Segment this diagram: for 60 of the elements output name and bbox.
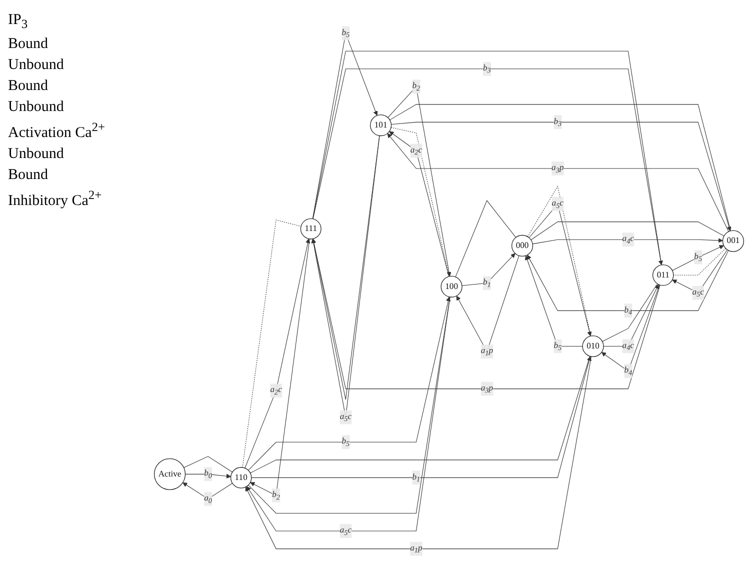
connector	[242, 220, 302, 468]
node-circle: 000	[511, 235, 534, 257]
connector	[530, 222, 724, 241]
arrow	[185, 474, 232, 479]
edge-label: a$_{5}$c	[692, 288, 704, 299]
edge-label: b$_{3}$	[554, 117, 562, 128]
axis-label: Inhibitory Ca$^{2+}$	[8, 188, 103, 210]
node-circle: 100	[440, 276, 462, 298]
axis-label: Bound	[8, 36, 50, 53]
edge-label: a$_{4}$c	[622, 341, 634, 352]
edge-label: a$_{5}$c	[552, 199, 564, 210]
edge-label: b$_{4}$	[624, 366, 632, 377]
edge-label: a$_{1}$p	[410, 544, 422, 555]
axis-label: Unbound	[8, 57, 65, 74]
edge-label: b$_{1}$	[412, 472, 420, 484]
axis-label: IP$_{3}$	[8, 12, 29, 32]
edge-label: a$_{3}$p	[480, 384, 494, 395]
arrow	[312, 239, 660, 390]
node-circle: 101	[370, 114, 392, 136]
connector	[184, 456, 233, 473]
arrow	[250, 239, 310, 496]
edge-label: a$_{5}$c	[340, 526, 352, 537]
edge-label: b$_{5}$	[342, 437, 350, 448]
edge-label: b$_{2}$	[412, 82, 420, 93]
edge-label: a$_{1}$p	[480, 346, 494, 358]
edge-label: a$_{0}$	[204, 494, 212, 505]
node-circle: 111	[300, 218, 322, 240]
arrow	[532, 238, 723, 245]
node-circle: 010	[582, 336, 604, 358]
node-circle: Active	[154, 458, 186, 490]
edge-label: a$_{5}$c	[340, 412, 352, 424]
edge-label: a$_{3}$p	[552, 164, 564, 174]
arrow	[524, 256, 583, 347]
axis-label: Bound	[8, 78, 50, 95]
edge-label: a$_{2}$c	[270, 386, 282, 397]
node-circle: 110	[230, 468, 252, 489]
arrow	[672, 246, 724, 272]
edge-label: b$_{5}$	[694, 252, 702, 264]
axis-label: Bound	[8, 167, 50, 184]
connector	[455, 200, 516, 278]
edge-label: b$_{5}$	[342, 28, 350, 40]
edge-label: b$_{5}$	[554, 341, 562, 352]
arrow	[244, 239, 310, 469]
connector	[673, 248, 726, 276]
edge-label: b$_{0}$	[204, 469, 212, 480]
edge-label: b$_{2}$	[272, 490, 280, 502]
edge-label: b$_{1}$	[482, 278, 491, 289]
edge-label: a$_{4}$c	[622, 234, 634, 246]
node-circle: 001	[722, 230, 744, 252]
arrow	[248, 297, 451, 472]
arrow	[527, 250, 729, 312]
edge-label: a$_{2}$c	[410, 146, 422, 157]
arrow	[462, 254, 516, 286]
axis-label: Unbound	[8, 99, 65, 116]
axis-label: Activation Ca$^{2+}$	[8, 120, 106, 142]
edge-label: b$_{3}$	[482, 64, 491, 75]
axis-label: Unbound	[8, 146, 65, 163]
arrow	[245, 356, 592, 550]
node-circle: 011	[652, 264, 674, 286]
edge-label: b$_{4}$	[624, 306, 632, 317]
